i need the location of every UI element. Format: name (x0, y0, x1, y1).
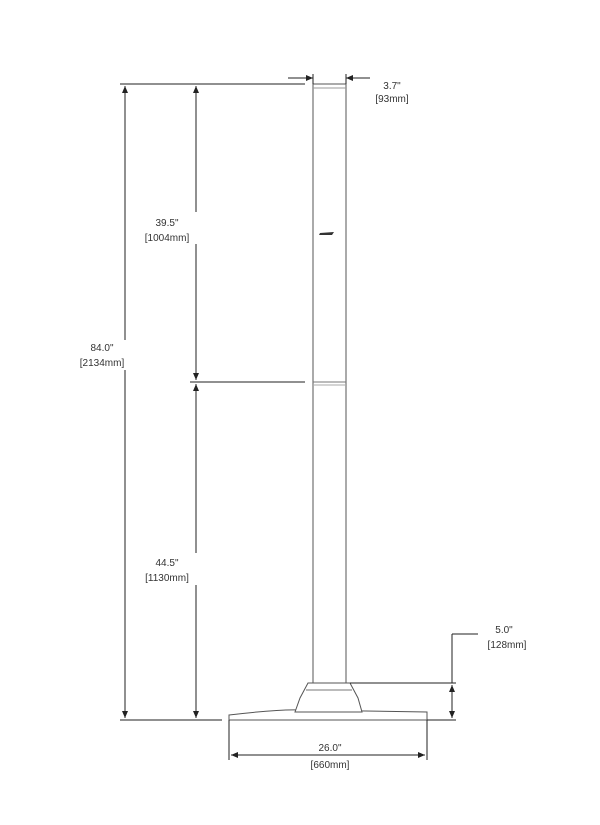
total-height-metric: [2134mm] (80, 358, 125, 369)
upper-section-dimension: 39.5" [1004mm] (140, 86, 200, 380)
column-width-metric: [93mm] (375, 94, 409, 105)
lower-section-metric: [1130mm] (145, 573, 189, 584)
column-width-imperial: 3.7" (383, 81, 401, 92)
base-width-imperial: 26.0" (318, 743, 341, 754)
total-height-imperial: 84.0" (90, 343, 113, 354)
upper-section-metric: [1004mm] (145, 233, 190, 244)
base-height-imperial: 5.0" (495, 625, 513, 636)
base-height-dimension: 5.0" [128mm] (350, 625, 527, 721)
bose-logo (319, 232, 334, 235)
total-height-dimension: 84.0" [2134mm] (70, 86, 130, 718)
base (228, 682, 428, 721)
upper-section-imperial: 39.5" (155, 218, 178, 229)
base-height-metric: [128mm] (488, 640, 527, 651)
base-width-dimension: 26.0" [660mm] (228, 720, 428, 771)
base-width-metric: [660mm] (311, 760, 350, 771)
column-width-dimension: 3.7" [93mm] (288, 74, 409, 105)
lower-section-imperial: 44.5" (155, 558, 178, 569)
column (312, 83, 347, 684)
lower-section-dimension: 44.5" [1130mm] (140, 384, 200, 718)
